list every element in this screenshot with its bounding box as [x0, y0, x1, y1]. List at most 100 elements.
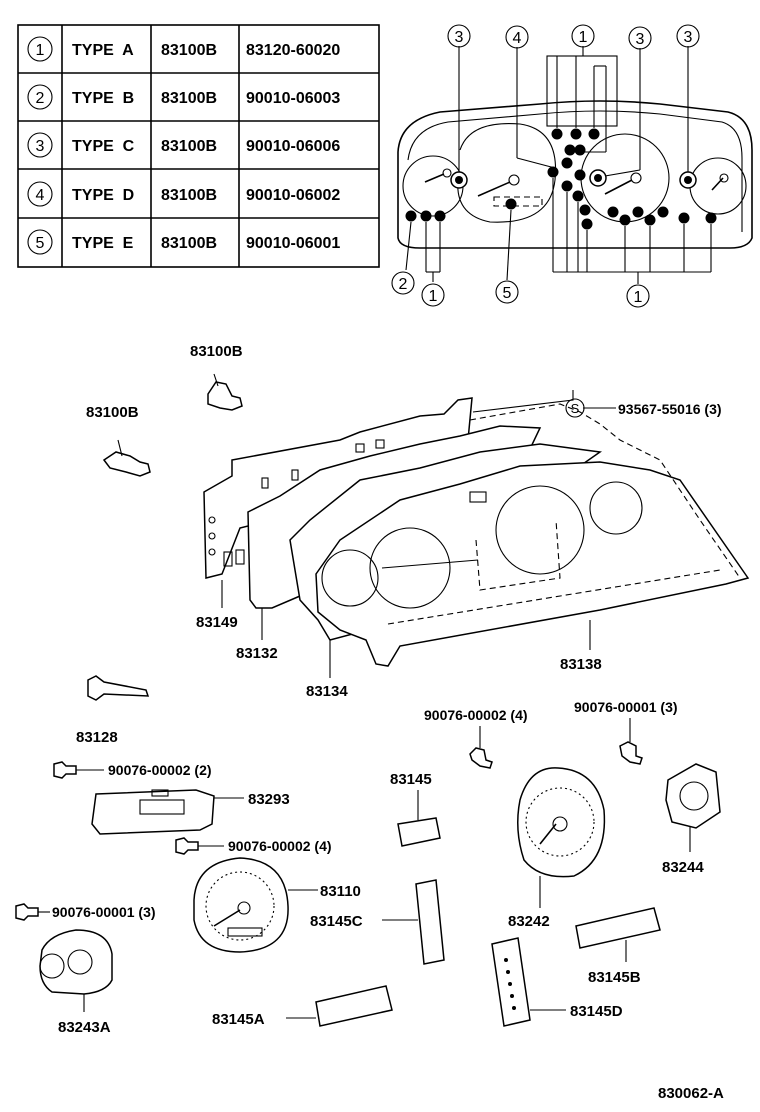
table-row: 2 TYPE B 83100B 90010-06003 [27, 84, 340, 110]
row-mark: 3 [36, 138, 45, 155]
bulb-marker [450, 169, 697, 189]
callout-label: 1 [571, 24, 595, 48]
svg-text:5: 5 [503, 285, 512, 302]
diagram-code: 830062-A [658, 1085, 724, 1102]
part-label-screw-90076-00001-3a: 90076-00001 (3) [52, 904, 156, 920]
part-label-83145a: 83145A [212, 1011, 265, 1028]
row-number: 90010-06006 [246, 138, 340, 155]
part-83145b-drawing [575, 907, 661, 962]
part-83145c-drawing [382, 879, 445, 965]
row-number: 90010-06002 [246, 187, 340, 204]
screw-drawing [619, 718, 643, 765]
part-83293-drawing [91, 789, 244, 835]
callout-label: 5 [495, 280, 519, 304]
part-label-83293: 83293 [248, 791, 290, 808]
callout-label: 1 [421, 283, 445, 307]
callout-circle [27, 132, 53, 158]
callout-circle [27, 84, 53, 110]
row-part: 83100B [161, 187, 217, 204]
screw-drawing [175, 837, 224, 855]
screw-drawing [53, 761, 104, 779]
svg-text:1: 1 [634, 289, 643, 306]
row-type: TYPE A [72, 42, 134, 59]
bulb-location-diagram: 3 4 1 3 3 2 1 5 [391, 24, 753, 308]
svg-text:4: 4 [513, 30, 522, 47]
callout-circle [27, 36, 53, 62]
row-number: 90010-06003 [246, 90, 340, 107]
row-mark: 2 [36, 90, 45, 107]
row-mark: 4 [36, 187, 45, 204]
part-83243a-drawing [39, 929, 113, 1012]
table-row: 4 TYPE D 83100B 90010-06002 [27, 181, 340, 207]
part-label-screw: 93567-55016 (3) [618, 401, 722, 417]
part-83128-drawing [87, 675, 150, 701]
screw-drawing [469, 726, 493, 769]
part-label-83242: 83242 [508, 913, 550, 930]
table-row: 3 TYPE C 83100B 90010-06006 [27, 132, 340, 158]
part-label-83149: 83149 [196, 614, 238, 631]
part-label-83138: 83138 [560, 656, 602, 673]
row-mark: 1 [36, 42, 45, 59]
table-row: 1 TYPE A 83100B 83120-60020 [27, 36, 340, 62]
row-mark: 5 [36, 235, 45, 252]
part-label-83244: 83244 [662, 859, 704, 876]
callout-label: 3 [676, 24, 700, 48]
part-label-83110: 83110 [320, 883, 361, 900]
row-number: 83120-60020 [246, 42, 340, 59]
table-row: 5 TYPE E 83100B 90010-06001 [27, 229, 340, 255]
row-part: 83100B [161, 235, 217, 252]
exploded-assembly: 83100B 83100B S 93567-55016 (3) [86, 343, 750, 700]
svg-text:2: 2 [399, 276, 408, 293]
svg-text:3: 3 [455, 29, 464, 46]
part-label-bulb-top: 83100B [190, 343, 243, 360]
part-83145a-drawing [286, 985, 393, 1027]
svg-text:3: 3 [636, 31, 645, 48]
callout-circle [27, 181, 53, 207]
part-label-screw-90076-00002-2: 90076-00002 (2) [108, 762, 212, 778]
part-label-screw-90076-00001-3b: 90076-00001 (3) [574, 699, 678, 715]
odometer-window [493, 196, 543, 207]
callout-label: 3 [628, 26, 652, 50]
part-label-83132: 83132 [236, 645, 278, 662]
row-part: 83100B [161, 42, 217, 59]
row-type: TYPE D [72, 187, 134, 204]
callout-circle [27, 229, 53, 255]
row-type: TYPE B [72, 90, 134, 107]
row-type: TYPE C [72, 138, 135, 155]
part-83242-drawing [517, 767, 606, 908]
screw-mark-circle [565, 398, 585, 418]
bulb-type-table: 1 TYPE A 83100B 83120-60020 2 TYPE B 831… [17, 24, 380, 268]
row-number: 90010-06001 [246, 235, 340, 252]
part-label-83145: 83145 [390, 771, 432, 788]
bulb-marker [405, 128, 717, 230]
row-part: 83100B [161, 90, 217, 107]
part-label-screw-90076-00002-4b: 90076-00002 (4) [424, 707, 528, 723]
part-83145-drawing [397, 790, 441, 847]
row-part: 83100B [161, 138, 217, 155]
svg-text:1: 1 [429, 288, 438, 305]
part-label-screw-90076-00002-4a: 90076-00002 (4) [228, 838, 332, 854]
part-label-83128: 83128 [76, 729, 118, 746]
temp-gauge-outline [689, 157, 747, 215]
part-label-83134: 83134 [306, 683, 348, 700]
callout-label: 2 [391, 271, 415, 295]
svg-text:3: 3 [684, 29, 693, 46]
part-label-83145b: 83145B [588, 969, 641, 986]
callout-label: 3 [447, 24, 471, 48]
row-type: TYPE E [72, 235, 134, 252]
part-label-83145d: 83145D [570, 1003, 623, 1020]
screw-mark: S [571, 401, 580, 416]
part-83145d-drawing [491, 937, 566, 1027]
callout-label: 4 [505, 25, 529, 49]
cluster-glass [315, 461, 750, 667]
callout-label: 1 [626, 284, 650, 308]
svg-text:1: 1 [579, 29, 588, 46]
part-83110-drawing [193, 857, 318, 953]
bulb-socket-drawing [102, 373, 243, 477]
part-83244-drawing [665, 763, 721, 852]
part-label-bulb-left: 83100B [86, 404, 139, 421]
part-label-83145c: 83145C [310, 913, 363, 930]
part-label-83243a: 83243A [58, 1019, 111, 1036]
screw-drawing [15, 903, 50, 921]
